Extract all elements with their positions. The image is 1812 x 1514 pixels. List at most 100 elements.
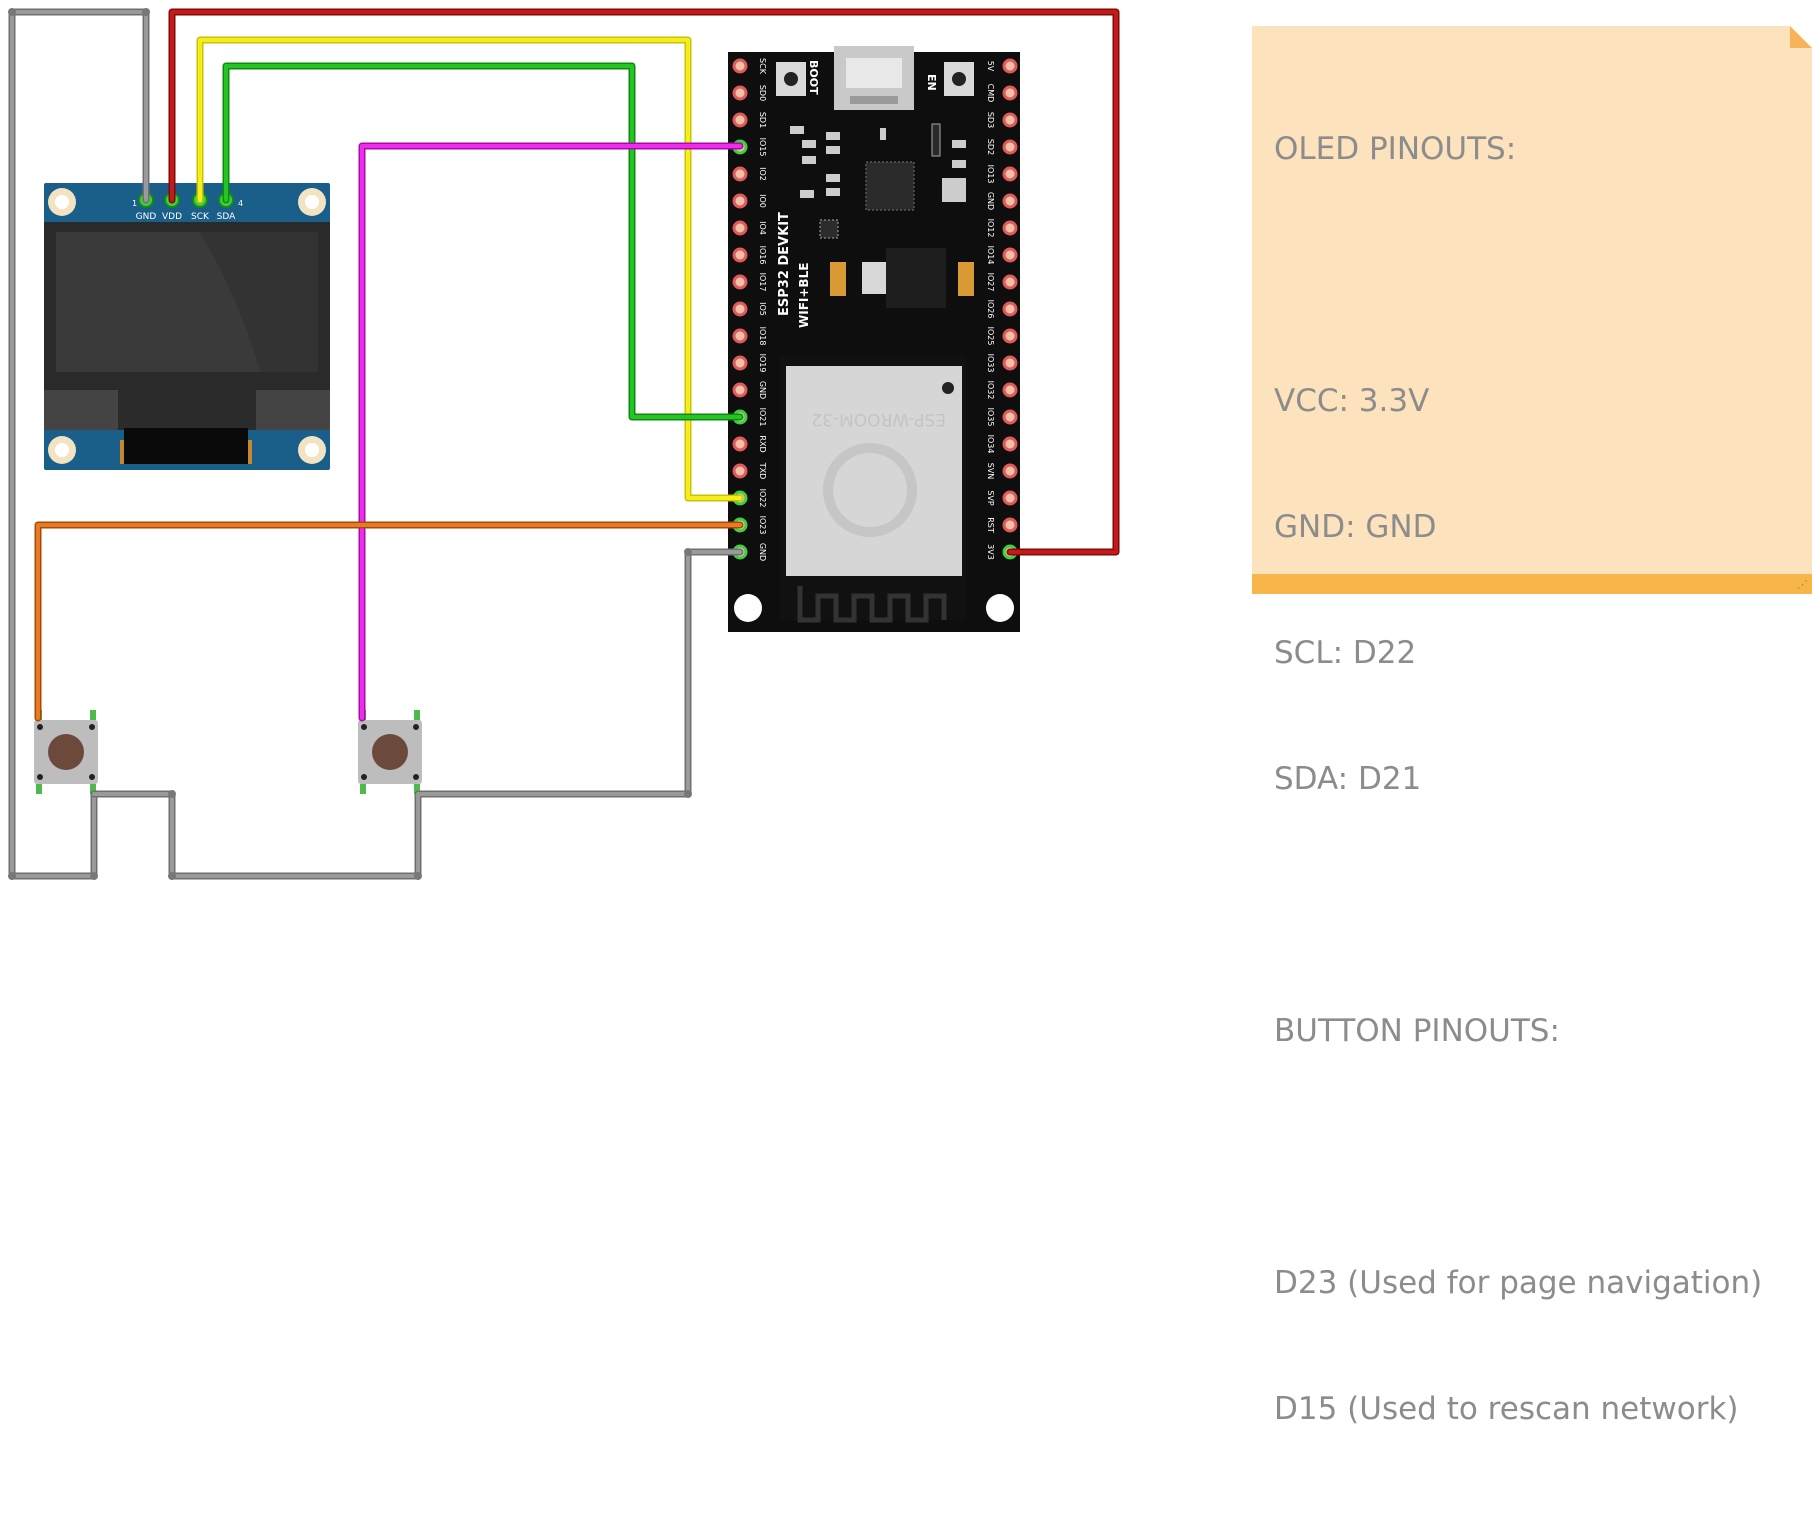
esp32-pin-label: IO0 <box>758 194 767 208</box>
esp32-pin-label: IO16 <box>758 246 767 265</box>
esp32-pin-label: GND <box>986 192 995 210</box>
esp32-pin[interactable] <box>1002 355 1018 371</box>
board-title: ESP32 DEVKIT <box>777 212 792 316</box>
oled-pin-index-last: 4 <box>238 199 243 208</box>
esp32-board: BOOT EN ESP32 DEVKIT WIFI+BLE ESP-WROOM-… <box>728 46 1020 632</box>
esp32-pin-label: IO34 <box>986 435 995 454</box>
esp32-pin[interactable] <box>732 463 748 479</box>
esp32-pin[interactable] <box>732 382 748 398</box>
esp32-pin-label: IO35 <box>986 408 995 427</box>
boot-label: BOOT <box>807 60 820 95</box>
note-line <box>1274 884 1796 926</box>
esp32-pin[interactable] <box>1002 220 1018 236</box>
esp32-pin-label: IO26 <box>986 300 995 319</box>
esp32-pin[interactable] <box>1002 382 1018 398</box>
esp32-pin[interactable] <box>732 166 748 182</box>
esp32-pin[interactable] <box>732 328 748 344</box>
note-line: OLED PINOUTS: <box>1274 131 1517 167</box>
esp32-pin-label: GND <box>758 381 767 399</box>
board-mount-hole <box>986 594 1014 622</box>
esp32-pin-label: IO18 <box>758 327 767 346</box>
esp32-pin-label: SCK <box>758 58 767 75</box>
esp32-pin-label: IO23 <box>758 516 767 535</box>
oled-connector <box>124 428 248 464</box>
esp32-pin-label: IO12 <box>986 219 995 238</box>
esp32-pin-label: RXD <box>758 435 767 452</box>
capacitor <box>958 262 974 296</box>
esp32-pin[interactable] <box>732 193 748 209</box>
esp32-pin[interactable] <box>1002 517 1018 533</box>
esp32-pin[interactable] <box>732 301 748 317</box>
esp32-pin[interactable] <box>1002 247 1018 263</box>
esp32-pin[interactable] <box>732 355 748 371</box>
esp32-pin-label: 5V <box>986 61 995 72</box>
esp32-pin-label: GND <box>758 543 767 561</box>
oled-pin-label: SCK <box>191 212 210 222</box>
esp32-pin-label: IO25 <box>986 327 995 346</box>
oled-pin-label: VDD <box>162 212 182 222</box>
capacitor <box>830 262 846 296</box>
esp32-pin[interactable] <box>1002 139 1018 155</box>
chip-ic <box>865 161 915 211</box>
resize-grip-icon[interactable]: ⋰ <box>1797 578 1808 591</box>
en-label: EN <box>925 74 938 91</box>
note-line: SDA: D21 <box>1274 761 1422 797</box>
note-line: VCC: 3.3V <box>1274 383 1430 419</box>
esp32-pin-label: IO4 <box>758 221 767 235</box>
esp32-pin[interactable] <box>1002 112 1018 128</box>
note-line: D15 (Used to rescan network) <box>1274 1391 1739 1427</box>
esp32-pin-label: IO22 <box>758 489 767 508</box>
esp32-pin[interactable] <box>732 220 748 236</box>
esp32-pin[interactable] <box>732 247 748 263</box>
oled-pin-index-first: 1 <box>132 199 137 208</box>
esp32-pin-label: IO21 <box>758 408 767 427</box>
push-button-1[interactable] <box>34 710 98 794</box>
esp32-pin[interactable] <box>1002 328 1018 344</box>
esp32-pin[interactable] <box>1002 463 1018 479</box>
note-line: SCL: D22 <box>1274 635 1417 671</box>
esp32-pin[interactable] <box>1002 301 1018 317</box>
esp32-pin[interactable] <box>1002 58 1018 74</box>
oled-pin-label: SDA <box>217 212 236 222</box>
note-line <box>1274 254 1796 296</box>
esp32-pin[interactable] <box>1002 490 1018 506</box>
esp32-pin[interactable] <box>1002 193 1018 209</box>
note-line: BUTTON PINOUTS: <box>1274 1013 1560 1049</box>
wroom-label: ESP-WROOM-32 <box>811 409 946 429</box>
esp32-pin-label: RST <box>986 517 995 533</box>
note-footer-bar <box>1252 574 1812 594</box>
esp32-pin[interactable] <box>1002 274 1018 290</box>
esp32-pin[interactable] <box>1002 436 1018 452</box>
esp32-pin[interactable] <box>732 85 748 101</box>
esp32-pin-label: SVN <box>986 463 995 480</box>
esp32-pin[interactable] <box>732 436 748 452</box>
board-subtitle: WIFI+BLE <box>797 263 811 328</box>
esp32-pin-label: SD1 <box>758 112 767 128</box>
wire-d15[interactable] <box>358 142 744 722</box>
esp32-pin[interactable] <box>1002 85 1018 101</box>
esp32-pin-label: CMD <box>986 84 995 103</box>
esp32-pin-label: IO5 <box>758 302 767 316</box>
wroom-shield <box>786 366 962 576</box>
esp32-pin[interactable] <box>732 274 748 290</box>
esp32-pin-label: IO2 <box>758 167 767 181</box>
pinout-note: OLED PINOUTS: VCC: 3.3V GND: GND SCL: D2… <box>1252 26 1812 1427</box>
esp32-pin-label: IO17 <box>758 273 767 292</box>
wiring-diagram: 1 4 GND VDD SCK SDA BOOT EN <box>8 8 1120 880</box>
wire-d23[interactable] <box>34 521 744 722</box>
esp32-pin[interactable] <box>732 58 748 74</box>
push-button-2[interactable] <box>358 710 422 794</box>
esp32-pin[interactable] <box>732 112 748 128</box>
esp32-pin[interactable] <box>1002 409 1018 425</box>
esp32-pin-label: IO13 <box>986 165 995 184</box>
note-text: OLED PINOUTS: VCC: 3.3V GND: GND SCL: D2… <box>1274 44 1796 1514</box>
esp32-pin[interactable] <box>1002 166 1018 182</box>
esp32-pin-label: IO33 <box>986 354 995 373</box>
board-mount-hole <box>734 594 762 622</box>
note-line: GND: GND <box>1274 509 1437 545</box>
esp32-pin-label: 3V3 <box>986 544 995 560</box>
wire-bends <box>8 8 692 880</box>
wires <box>8 8 1120 880</box>
esp32-pin-label: SVP <box>986 490 995 506</box>
